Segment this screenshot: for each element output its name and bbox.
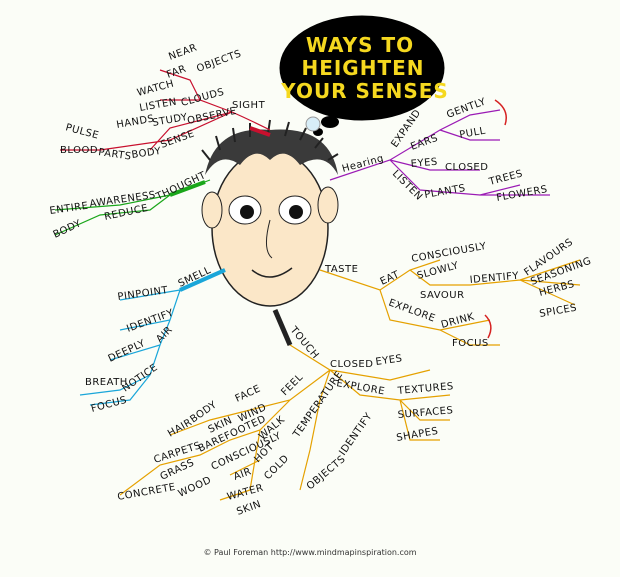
sight-word: PULSE	[64, 122, 100, 141]
smell-word: BREATH	[85, 377, 128, 388]
loop-arrow-icon	[494, 99, 507, 126]
hearing-word: CLOSED	[445, 162, 488, 173]
sight-word: BLOOD	[60, 145, 98, 156]
branch-lines	[54, 69, 581, 501]
touch-word: CONCRETE	[117, 482, 177, 503]
touch-word: IDENTIFY	[337, 411, 375, 458]
touch-word: CLOSED	[330, 359, 373, 370]
touch-word: AIR	[232, 466, 253, 483]
smell-word: PINPOINT	[117, 285, 169, 303]
hearing-word: EYES	[410, 157, 438, 170]
smell-label: SMELL	[177, 265, 213, 290]
thought-bubble-icon	[305, 116, 321, 132]
touch-word: HAIR	[166, 417, 194, 440]
touch-word: WOOD	[177, 475, 214, 500]
sight-word: PARTS	[98, 147, 133, 163]
taste-word: SLOWLY	[416, 260, 460, 282]
taste-word: EAT	[379, 269, 402, 288]
title-bubble: WAYS TO HEIGHTEN YOUR SENSES	[279, 15, 449, 136]
title-line-2: HEIGHTEN	[301, 56, 424, 80]
touch-word: FEEL	[279, 372, 305, 398]
sight-word: HANDS	[116, 113, 156, 130]
hearing-label: Hearing	[341, 153, 385, 175]
taste-word: FOCUS	[452, 338, 489, 349]
taste-word: IDENTIFY	[469, 271, 520, 286]
touch-word: FACE	[234, 383, 263, 404]
touch-word: SURFACES	[397, 405, 454, 421]
sight-word: LISTEN	[139, 97, 178, 114]
hearing-word: FLOWERS	[496, 184, 549, 204]
touch-word: OBJECTS	[305, 454, 348, 493]
taste-label: TASTE	[324, 264, 358, 275]
touch-label: TOUCH	[287, 324, 321, 361]
sight-label: SIGHT	[232, 100, 266, 111]
loop-arrow-icon	[484, 314, 492, 339]
head-illustration-icon	[201, 119, 339, 307]
hearing-word: LISTEN	[390, 168, 424, 202]
hearing-word: PULL	[459, 126, 487, 141]
smell-word: DEEPLY	[107, 338, 148, 365]
thought-word: ENTIRE	[49, 201, 89, 217]
title-line-1: WAYS TO	[306, 33, 414, 57]
taste-word: CONSCIOUSLY	[411, 241, 488, 265]
smell-word: AIR	[154, 324, 175, 345]
sight-word: NEAR	[167, 42, 199, 62]
credit-line: © Paul Foreman http://www.mindmapinspira…	[203, 548, 416, 557]
thought-word: BODY	[52, 218, 84, 241]
branch-touch: TOUCH CLOSED EYES EXPLORE TEXTURES SURFA…	[117, 324, 455, 518]
branch-thought: THOUGHT ENTIRE AWARENESS BODY REDUCE	[49, 170, 208, 241]
sight-word: WATCH	[136, 78, 175, 98]
smell-word: FOCUS	[90, 395, 128, 415]
branch-taste: TASTE EAT CONSCIOUSLY SLOWLY IDENTIFY FL…	[324, 237, 593, 349]
hearing-word: EARS	[409, 133, 440, 153]
sight-word: SENSE	[159, 128, 196, 150]
taste-word: SAVOUR	[420, 290, 465, 301]
sight-word: STUDY	[152, 112, 189, 129]
touch-word: SKIN	[235, 499, 263, 518]
sight-word: CLOUDS	[180, 87, 226, 109]
touch-word: CARPETS	[153, 440, 203, 466]
taste-word: SPICES	[539, 303, 578, 320]
title-line-3: YOUR SENSES	[280, 79, 449, 103]
touch-word: TEXTURES	[396, 381, 454, 397]
sight-word: OBJECTS	[195, 48, 243, 74]
touch-word: EYES	[375, 353, 403, 368]
touch-word: SHAPES	[396, 426, 440, 444]
hearing-word: PLANTS	[424, 183, 467, 201]
sight-word: OBSERVE	[186, 106, 237, 127]
sight-word: BODY	[131, 146, 162, 161]
thought-label: THOUGHT	[154, 170, 209, 203]
taste-word: DRINK	[440, 311, 476, 330]
